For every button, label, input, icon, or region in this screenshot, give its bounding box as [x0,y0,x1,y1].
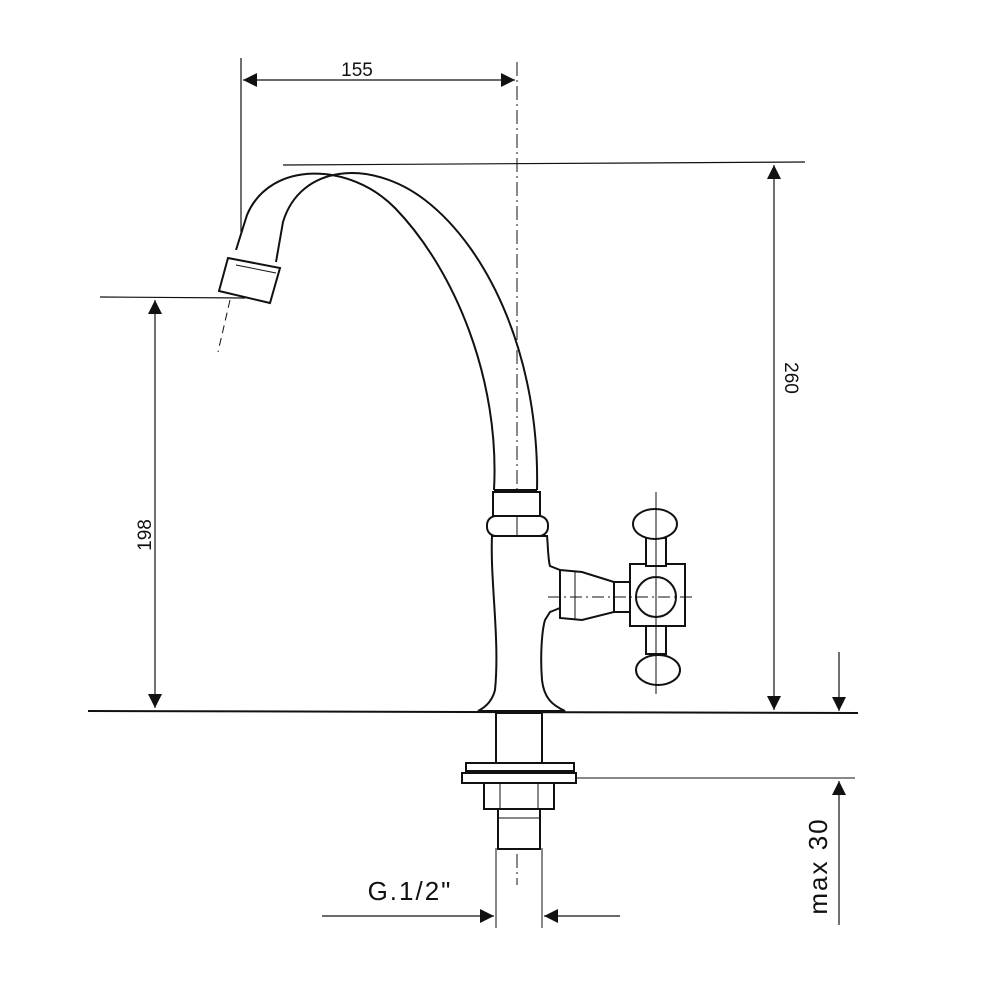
cross-handle[interactable] [548,492,696,694]
aerator-nozzle [217,256,282,353]
dimension-total-height-label: 260 [780,362,801,394]
mounting-shank [461,712,577,850]
dimension-thread-label: G.1/2" [368,876,453,906]
dimension-max-thickness-label: max 30 [803,817,833,914]
dimension-reach-label: 155 [341,60,373,81]
dimension-spout-height-label: 198 [135,519,156,551]
dimension-total-height: 260 [282,161,806,710]
dimension-thread: G.1/2" [322,848,620,928]
dimension-spout-height: 198 [99,296,246,708]
spout [235,172,539,491]
dimension-reach: 155 [240,58,515,232]
spout-collar [486,491,549,537]
counter-surface [87,710,859,714]
faucet-body [477,535,566,712]
dimension-max-thickness: max 30 [545,652,855,925]
valve-stem [559,568,631,622]
